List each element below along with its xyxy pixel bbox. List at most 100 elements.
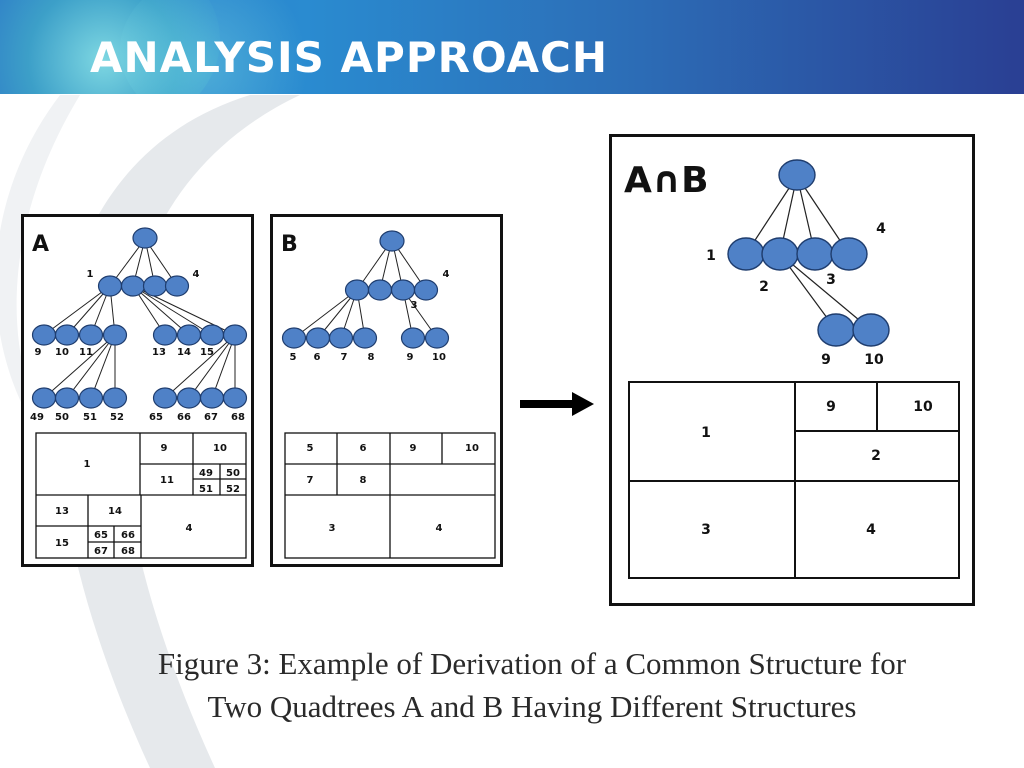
globe-decoration-glow [120,0,320,94]
tree-node [727,237,765,271]
tree-node [152,324,178,346]
node-label: 6 [314,352,321,363]
node-label: 65 [149,412,163,423]
tree-node [199,324,225,346]
tree-node [78,324,104,346]
quadtree-a-diagram: A 1 4 9 10 11 13 14 15 [30,227,248,559]
grid-cell-label: 66 [121,530,135,541]
node-label: 4 [193,269,200,280]
quadtree-b-panel: B 3 4 5 6 7 8 9 10 5 6 9 [270,214,503,567]
node-label: 13 [152,347,166,358]
grid-cell-label: 6 [360,443,367,454]
tree-node [176,324,202,346]
tree-node [830,237,868,271]
node-label: 50 [55,412,69,423]
grid-cell-label: 8 [360,475,367,486]
node-label: 3 [826,272,836,288]
node-label: 68 [231,412,245,423]
tree-node [142,275,168,297]
node-label: 10 [864,352,884,368]
tree-a-edges [43,238,236,399]
node-label: 7 [341,352,348,363]
tree-node [78,387,104,409]
grid-cell-label: 11 [160,475,174,486]
grid-cell-label: 13 [55,506,69,517]
grid-cell-label: 1 [84,459,91,470]
intersection-panel: A∩B 1 2 3 4 9 10 1 9 10 2 3 4 [609,134,975,606]
tree-node [102,387,128,409]
node-label: 1 [87,269,94,280]
node-label: 10 [432,352,446,363]
node-label: 67 [204,412,218,423]
node-label: 10 [55,347,69,358]
tree-node [97,275,123,297]
node-label: 51 [83,412,97,423]
node-label: 9 [821,352,831,368]
right-arrow-icon [520,392,594,416]
grid-cell-label: 14 [108,506,122,517]
node-label: 1 [706,248,716,264]
node-label: 9 [35,347,42,358]
tree-node [400,327,426,349]
intersection-grid [628,381,960,579]
grid-cell-label: 9 [161,443,168,454]
root-node [778,159,816,191]
node-label: 9 [407,352,414,363]
grid-cell-label: 7 [307,475,314,486]
node-label: 52 [110,412,124,423]
grid-cell-label: 4 [186,523,193,534]
tree-node [222,324,248,346]
grid-cell-label: 10 [913,399,933,415]
slide-title: ANALYSIS APPROACH [90,33,609,82]
tree-node [176,387,202,409]
tree-node [199,387,225,409]
quadtree-b-diagram: B 3 4 5 6 7 8 9 10 5 6 9 [281,230,496,559]
tree-node [413,279,439,301]
tree-node [352,327,378,349]
grid-cell-label: 1 [701,425,711,441]
grid-cell-label: 67 [94,546,108,557]
intersection-diagram: A∩B 1 2 3 4 9 10 1 9 10 2 3 4 [624,159,960,579]
tree-node [344,279,370,301]
tree-node [305,327,331,349]
tree-node [54,387,80,409]
tree-node [31,387,57,409]
globe-decoration [0,0,220,94]
node-label: 66 [177,412,191,423]
tree-node [102,324,128,346]
node-label: 49 [30,412,44,423]
node-label: 4 [876,221,886,237]
tree-node [852,313,890,347]
tree-node [796,237,834,271]
node-label: 8 [368,352,375,363]
tree-node [54,324,80,346]
grid-cell-label: 4 [866,522,876,538]
node-label: 11 [79,347,93,358]
tree-node [281,327,307,349]
tree-node [164,275,190,297]
tree-node [222,387,248,409]
node-label: 15 [200,347,214,358]
figure-caption: Figure 3: Example of Derivation of a Com… [20,642,1024,728]
tree-node [31,324,57,346]
grid-cell-label: 50 [226,468,240,479]
node-label: 5 [290,352,297,363]
caption-line-2: Two Quadtrees A and B Having Different S… [207,689,857,724]
grid-cell-label: 15 [55,538,69,549]
grid-cell-label: 52 [226,484,240,495]
tree-node [328,327,354,349]
grid-cell-label: 51 [199,484,213,495]
node-label: 3 [411,300,418,311]
grid-cell-label: 9 [410,443,417,454]
grid-cell-label: 2 [871,448,881,464]
tree-node [424,327,450,349]
slide-header: ANALYSIS APPROACH [0,0,1024,94]
grid-cell-label: 65 [94,530,108,541]
panel-a-heading: A [32,232,49,257]
node-label: 4 [443,269,450,280]
grid-cell-label: 5 [307,443,314,454]
tree-node [152,387,178,409]
root-node [379,230,405,252]
panel-b-heading: B [281,232,298,257]
grid-cell-label: 49 [199,468,213,479]
